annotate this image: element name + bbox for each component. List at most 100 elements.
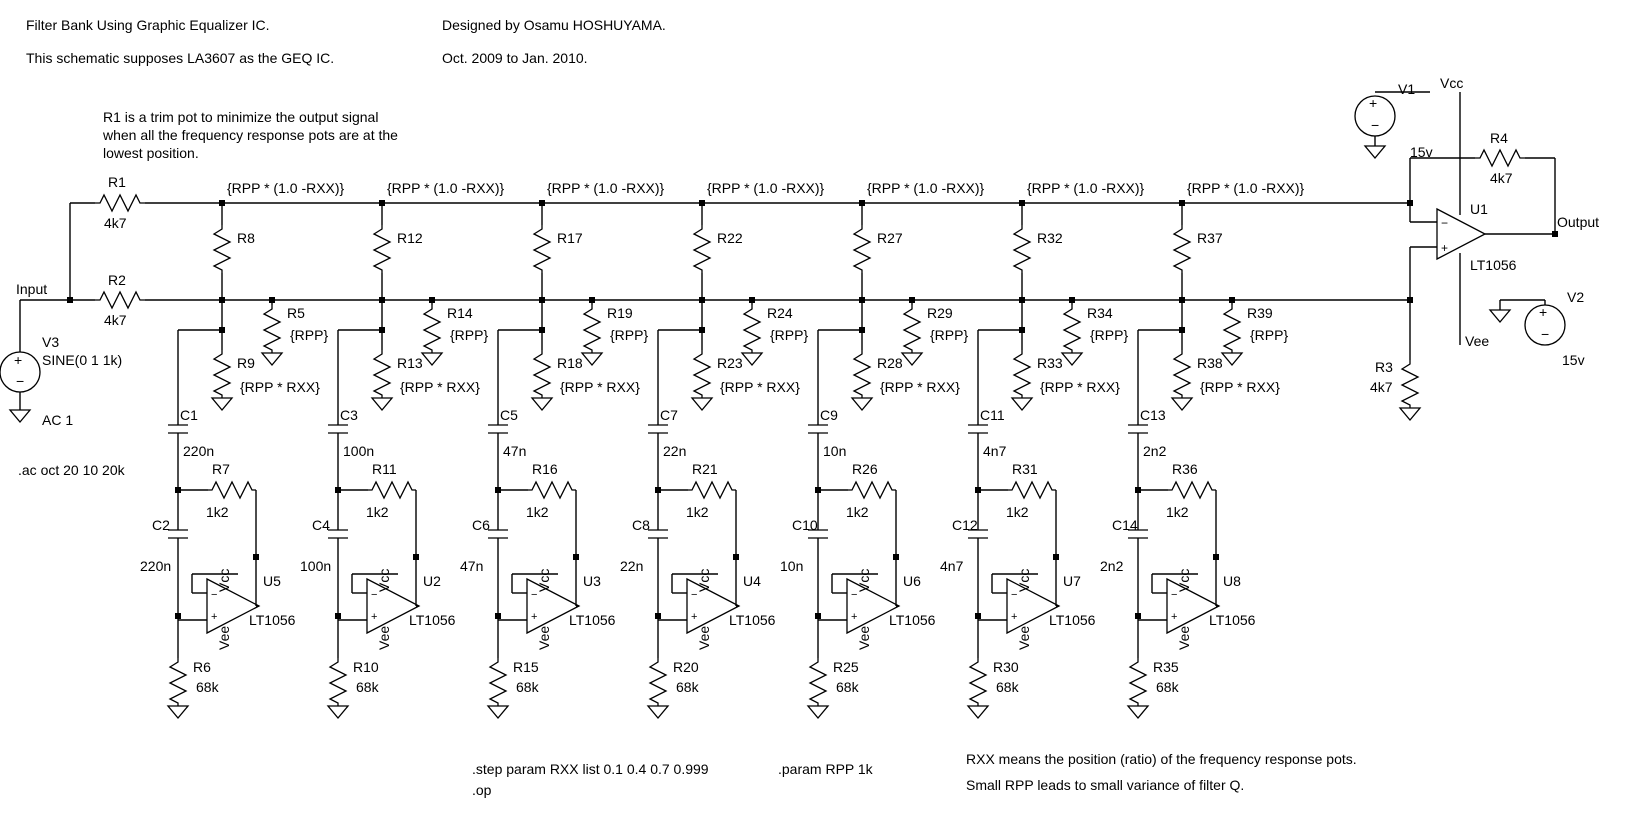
ground-icon <box>1126 705 1150 720</box>
ground-resistor <box>648 658 668 706</box>
svg-text:+: + <box>691 611 697 623</box>
r3-value: 4k7 <box>1370 379 1393 395</box>
r3-ground-icon <box>1398 407 1422 422</box>
svg-text:+: + <box>1369 95 1377 111</box>
capacitor-a-name: C11 <box>980 407 1005 423</box>
r3-resistor <box>1400 360 1420 408</box>
opamp-name: U6 <box>903 573 921 589</box>
vee-pin-label: Vee <box>536 626 552 650</box>
shunt-resistor-name: R19 <box>607 305 633 321</box>
feedback-resistor <box>528 480 576 500</box>
capacitor-b-value: 2n2 <box>1100 558 1124 574</box>
v3-name: V3 <box>42 334 59 350</box>
capacitor-a-value: 100n <box>343 443 374 459</box>
series-resistor <box>852 225 872 273</box>
bottom-resistor <box>532 350 552 398</box>
bottom-resistor-value: {RPP * RXX} <box>1200 379 1280 395</box>
vee-pin-label: Vee <box>856 626 872 650</box>
shunt-resistor-name: R34 <box>1087 305 1113 321</box>
shunt-resistor-name: R14 <box>447 305 473 321</box>
ground-icon <box>1170 397 1194 412</box>
feedback-resistor-name: R31 <box>1012 461 1038 477</box>
bottom-resistor-value: {RPP * RXX} <box>560 379 640 395</box>
opamp-name: U2 <box>423 573 441 589</box>
title-text: Filter Bank Using Graphic Equalizer IC. <box>26 17 270 33</box>
capacitor-a-name: C7 <box>660 407 678 423</box>
svg-text:−: − <box>1371 117 1379 133</box>
vcc-pin-label: Vcc <box>1176 569 1192 592</box>
bottom-resistor-name: R28 <box>877 355 903 371</box>
vcc-pin-label: Vcc <box>536 569 552 592</box>
bottom-resistor-name: R9 <box>237 355 255 371</box>
ground-icon <box>740 352 764 367</box>
capacitor-a-name: C5 <box>500 407 518 423</box>
output-net-label: Output <box>1557 214 1599 230</box>
rpp-note: Small RPP leads to small variance of fil… <box>966 777 1244 793</box>
op-directive: .op <box>472 782 492 798</box>
feedback-resistor-value: 1k2 <box>1006 504 1029 520</box>
ground-icon <box>530 397 554 412</box>
shunt-resistor-value: {RPP} <box>450 327 488 343</box>
svg-text:−: − <box>211 589 217 601</box>
feedback-resistor <box>368 480 416 500</box>
u1-opamp <box>1436 207 1487 261</box>
series-resistor-name: R27 <box>877 230 903 246</box>
bottom-resistor-value: {RPP * RXX} <box>1040 379 1120 395</box>
ground-icon <box>326 705 350 720</box>
opamp-name: U4 <box>743 573 761 589</box>
vee-pin-label: Vee <box>1176 626 1192 650</box>
series-value-label: {RPP * (1.0 -RXX)} <box>867 180 985 196</box>
vee-pin-label: Vee <box>1016 626 1032 650</box>
feedback-resistor <box>1008 480 1056 500</box>
ground-resistor <box>808 658 828 706</box>
v1-name: V1 <box>1398 81 1415 97</box>
svg-text:+: + <box>1441 241 1448 255</box>
r1-note-line2: when all the frequency response pots are… <box>102 127 398 143</box>
r4-resistor <box>1475 148 1525 168</box>
capacitor-a-value: 2n2 <box>1143 443 1167 459</box>
svg-text:−: − <box>371 589 377 601</box>
v3-value: SINE(0 1 1k) <box>42 352 122 368</box>
capacitor-a-name: C13 <box>1140 407 1166 423</box>
ground-resistor-name: R10 <box>353 659 379 675</box>
opamp <box>366 577 421 635</box>
ground-icon <box>850 397 874 412</box>
dates-text: Oct. 2009 to Jan. 2010. <box>442 50 588 66</box>
shunt-resistor <box>742 305 762 353</box>
ground-icon <box>260 352 284 367</box>
svg-text:+: + <box>1539 304 1547 320</box>
opamp-model: LT1056 <box>1049 612 1096 628</box>
r1-resistor <box>95 193 145 213</box>
ground-icon <box>210 397 234 412</box>
series-resistor <box>1172 225 1192 273</box>
v3-ground-icon <box>8 409 32 424</box>
ground-resistor-name: R15 <box>513 659 539 675</box>
param-directive: .param RPP 1k <box>778 761 874 777</box>
capacitor-b-value: 220n <box>140 558 171 574</box>
v2-value: 15v <box>1562 352 1585 368</box>
capacitor-b-name: C4 <box>312 517 330 533</box>
v1-ground-icon <box>1363 145 1387 160</box>
v3-plus-icon: + <box>14 352 22 368</box>
bottom-resistor-name: R18 <box>557 355 583 371</box>
vee-pin-label: Vee <box>216 626 232 650</box>
feedback-resistor <box>1168 480 1216 500</box>
r1-note-line3: lowest position. <box>103 145 199 161</box>
bottom-resistor-value: {RPP * RXX} <box>720 379 800 395</box>
shunt-resistor <box>1062 305 1082 353</box>
r2-resistor <box>95 290 145 310</box>
opamp-model: LT1056 <box>729 612 776 628</box>
feedback-resistor-name: R11 <box>372 461 397 477</box>
u1-vcc-label: Vcc <box>1440 75 1463 91</box>
rxx-note: RXX means the position (ratio) of the fr… <box>966 751 1357 767</box>
series-resistor-name: R17 <box>557 230 583 246</box>
ground-icon <box>690 397 714 412</box>
ground-icon <box>646 705 670 720</box>
vcc-pin-label: Vcc <box>216 569 232 592</box>
r1-value: 4k7 <box>104 215 127 231</box>
ground-icon <box>806 705 830 720</box>
